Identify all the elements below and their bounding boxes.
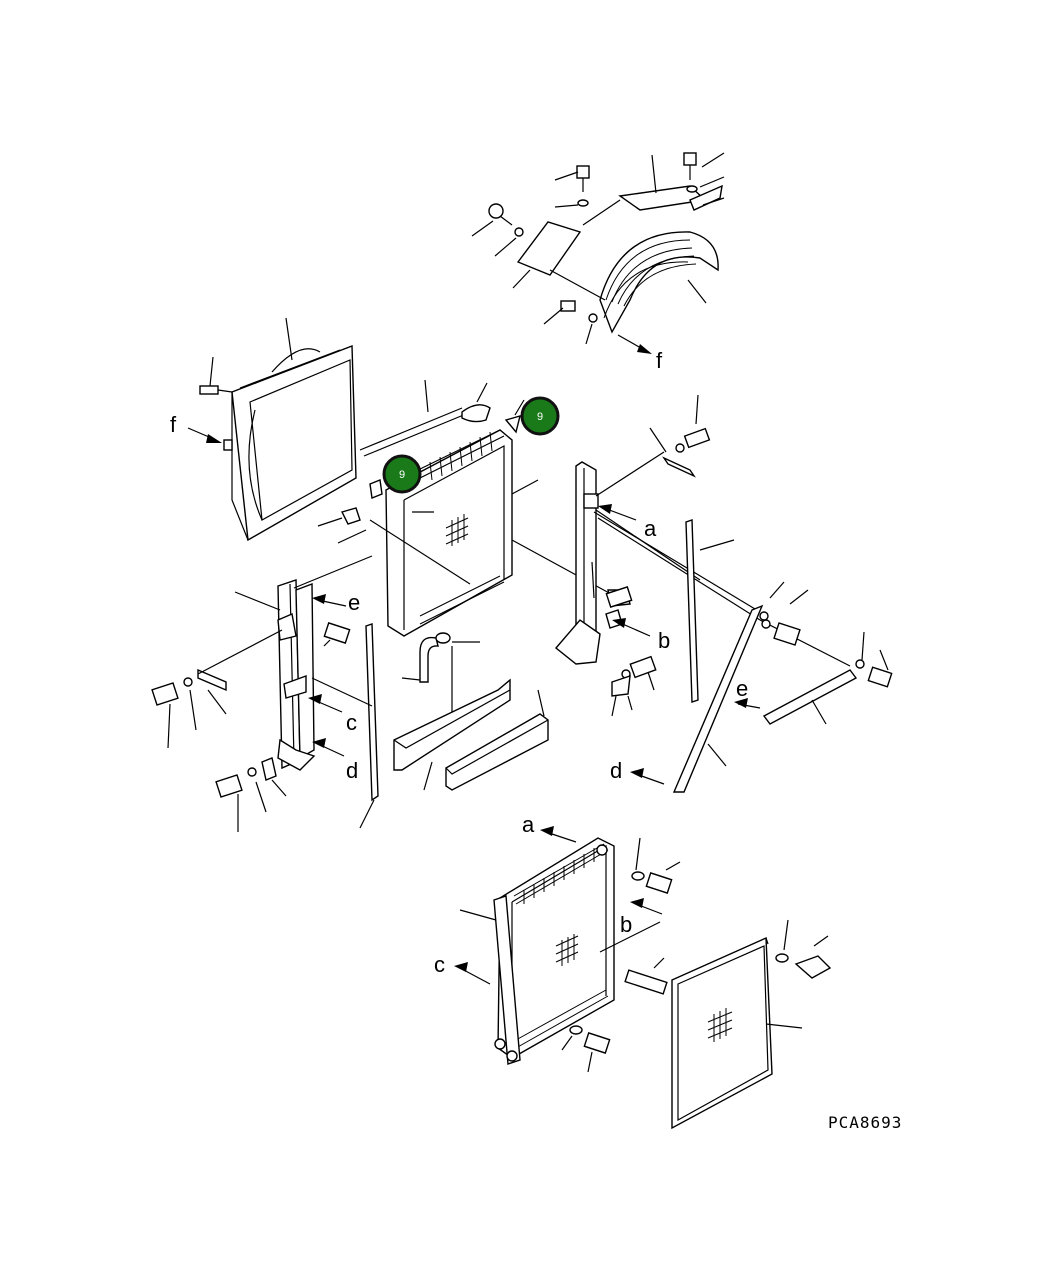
callout-9-left[interactable]: 9 (382, 454, 422, 494)
stay-brackets-left (151, 555, 379, 832)
arrow-label-a-mid: a (644, 516, 657, 541)
drawing-code: PCA8693 (828, 1113, 902, 1132)
stay-brackets-right (554, 394, 893, 793)
arrow-label-f-top: f (656, 348, 663, 373)
radiator-assembly-bottom (454, 826, 832, 1130)
callout-label: 9 (399, 469, 405, 481)
arrow-label-c-left: c (346, 710, 357, 735)
arrow-label-b-bottom: b (620, 912, 632, 937)
fan-guard-assembly (471, 152, 725, 354)
fan-shroud (187, 317, 357, 542)
arrow-label-e-left: e (348, 590, 360, 615)
arrow-label-f-left: f (170, 412, 177, 437)
arrow-label-c-bottom: c (434, 952, 445, 977)
callout-label: 9 (537, 411, 543, 423)
arrow-label-a-bottom: a (522, 812, 535, 837)
arrow-label-b-mid: b (658, 628, 670, 653)
arrow-label-d-left: d (346, 758, 358, 783)
callout-9-right[interactable]: 9 (520, 396, 560, 436)
arrow-label-e-right: e (736, 676, 748, 701)
arrow-label-d-right: d (610, 758, 622, 783)
